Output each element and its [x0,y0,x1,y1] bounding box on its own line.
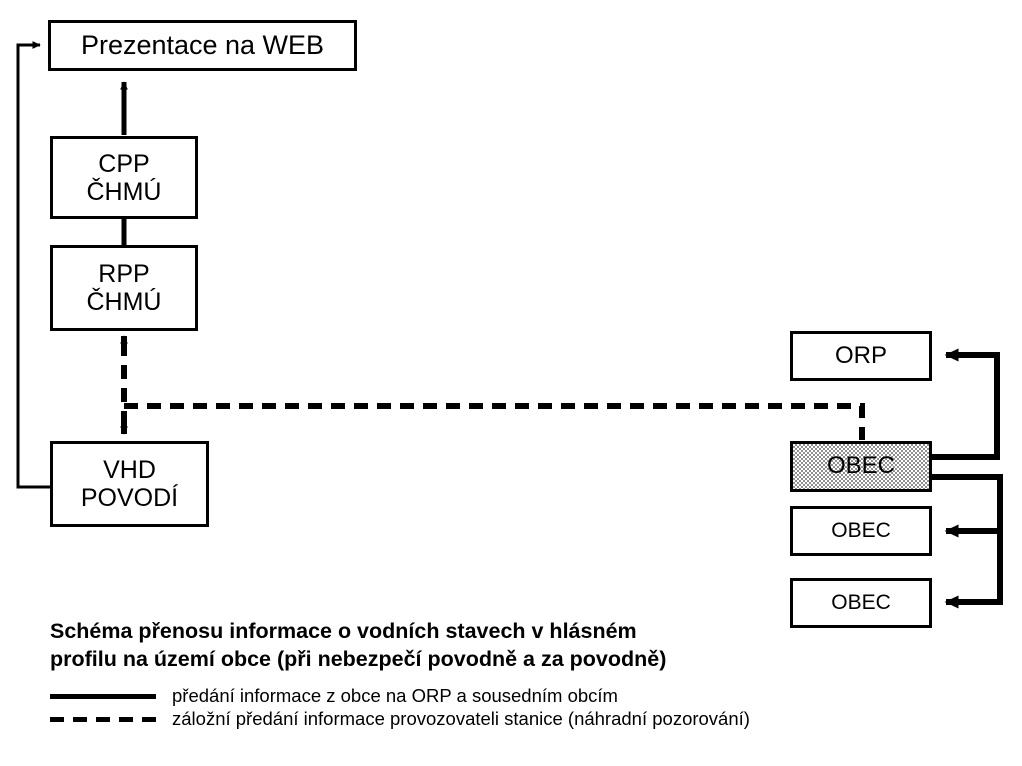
node-rpp-chmu[interactable]: RPP ČHMÚ [50,245,198,331]
node-label-line2: POVODÍ [80,484,179,512]
node-label: OBEC [831,591,891,615]
edge-obec-to-orp [932,348,1000,460]
node-label: OBEC [831,519,891,543]
node-obec-highlighted[interactable]: OBEC [790,441,932,492]
legend-label: záložní předání informace provozovateli … [172,707,750,729]
legend-item-solid: předání informace z obce na ORP a soused… [50,684,750,707]
diagram-caption: Schéma přenosu informace o vodních stave… [50,617,810,674]
node-label: ORP [834,341,887,369]
node-obec-second[interactable]: OBEC [790,506,932,556]
node-label: Prezentace na WEB [80,30,325,61]
node-orp[interactable]: ORP [790,331,932,381]
node-label-line2: ČHMÚ [86,288,162,316]
legend: předání informace z obce na ORP a soused… [50,684,750,730]
node-label: OBEC [826,452,895,480]
edge-obec-to-rpp-dashed [124,403,865,440]
edge-obec-to-obec3 [944,531,1003,609]
node-label-line1: RPP [98,260,150,288]
caption-line-2: profilu na území obce (při nebezpečí pov… [50,647,667,672]
legend-item-dashed: záložní předání informace provozovateli … [50,707,750,730]
node-obec-third[interactable]: OBEC [790,578,932,628]
node-vhd-povodi[interactable]: VHD POVODÍ [50,441,209,527]
node-label-line1: CPP [98,149,150,178]
node-label-line1: VHD [103,456,156,484]
node-label-line2: ČHMÚ [86,177,162,206]
caption-line-1: Schéma přenosu informace o vodních stave… [50,619,637,643]
solid-line-icon [50,690,156,702]
edge-vhd-to-web [16,41,50,489]
dashed-line-icon [50,713,156,725]
node-prezentace-na-web[interactable]: Prezentace na WEB [48,20,357,71]
legend-label: předání informace z obce na ORP a soused… [172,684,618,706]
edge-obec-to-obec2 [932,474,1003,538]
node-cpp-chmu[interactable]: CPP ČHMÚ [50,136,198,219]
